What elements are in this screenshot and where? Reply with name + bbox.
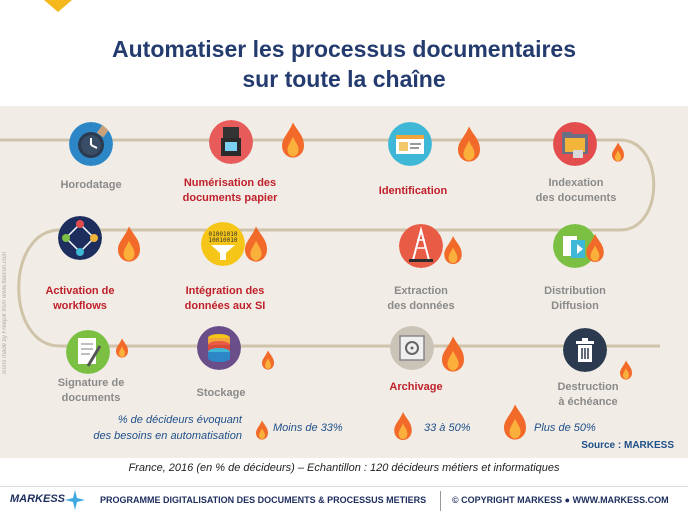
flame-icon [458, 126, 480, 162]
legend-high-label: Plus de 50% [534, 422, 596, 434]
step-label: Distribution Diffusion [544, 285, 606, 312]
step-label: Stockage [196, 387, 246, 399]
icon-credit: Icons made by Freepik from www.flaticon.… [2, 251, 8, 374]
process-panel: Horodatage Numérisation des documents pa… [0, 106, 688, 458]
flame-icon [620, 360, 632, 380]
page-title: Automatiser les processus documentaires … [0, 34, 688, 94]
legend-high-flame-icon [504, 404, 526, 440]
step-label: Activation de workflows [45, 285, 115, 312]
copyright-text: © COPYRIGHT MARKESS ● WWW.MARKESS.COM [452, 495, 669, 505]
flame-icon [612, 142, 624, 162]
top-accent [44, 0, 72, 12]
scanner-icon [209, 120, 253, 164]
flame-icon [282, 122, 304, 158]
program-title: PROGRAMME DIGITALISATION DES DOCUMENTS &… [100, 495, 427, 505]
flame-icon [442, 336, 464, 372]
footer-bar: MARKESS PROGRAMME DIGITALISATION DES DOC… [0, 486, 688, 514]
legend-low-flame-icon [256, 420, 268, 440]
step-label: Intégration des données aux SI [184, 285, 266, 312]
database-icon [197, 326, 241, 370]
id-card-icon [388, 122, 432, 166]
step-label: Identification [378, 185, 448, 197]
flame-icon [116, 338, 128, 358]
share-icon [553, 224, 597, 268]
legend-low-label: Moins de 33% [273, 422, 343, 434]
clock-icon [69, 122, 113, 166]
funnel-icon: 01001010 10010010 [201, 222, 245, 266]
source-note: Source : MARKESS [581, 440, 674, 451]
title-line-1: Automatiser les processus documentaires [112, 36, 576, 62]
trash-icon [563, 328, 607, 372]
svg-text:01001010: 01001010 [209, 231, 238, 238]
folder-icon [553, 122, 597, 166]
signature-icon [66, 330, 110, 374]
step-label: Destruction à échéance [557, 381, 619, 408]
sample-note: France, 2016 (en % de décideurs) – Echan… [128, 462, 560, 474]
markess-logo: MARKESS [10, 493, 66, 505]
step-label: Indexation des documents [535, 177, 617, 204]
flame-icon [444, 236, 462, 264]
step-label: Archivage [389, 381, 443, 393]
flame-icon [118, 226, 140, 262]
flame-icon [586, 234, 604, 262]
svg-text:10010010: 10010010 [209, 237, 238, 244]
step-label: Horodatage [60, 179, 122, 191]
oil-rig-icon [399, 224, 443, 268]
step-label: Signature de documents [57, 377, 125, 404]
footer-divider [440, 491, 441, 511]
legend-caption: % de décideurs évoquant des besoins en a… [93, 414, 242, 442]
flame-icon [245, 226, 267, 262]
flame-icon [262, 350, 274, 370]
workflow-icon [58, 216, 102, 260]
star-logo-icon [65, 490, 85, 510]
step-label: Numérisation des documents papier [182, 177, 278, 204]
legend-medium-flame-icon [394, 412, 412, 440]
safe-icon [390, 326, 434, 370]
legend-medium-label: 33 à 50% [424, 422, 471, 434]
title-line-2: sur toute la chaîne [242, 66, 446, 92]
step-label: Extraction des données [387, 285, 455, 312]
